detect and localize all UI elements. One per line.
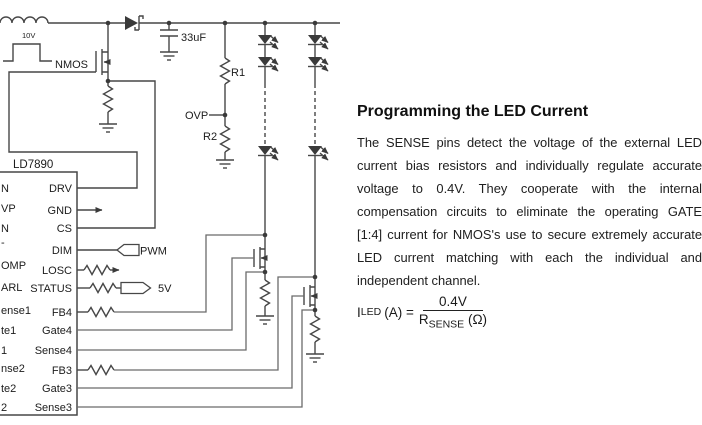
pin-label-sense4: Sense4 [35, 345, 72, 357]
formula-numerator: 0.4V [423, 294, 483, 311]
fb3-route [77, 276, 315, 376]
formula-den-main: R [418, 312, 429, 327]
ovp-divider: R1 R2 OVP [185, 23, 245, 169]
ground-icon [98, 123, 118, 133]
cs-route [77, 80, 156, 229]
input-inductor [0, 16, 49, 24]
led-icon [258, 146, 278, 160]
pwm-tag-icon [115, 243, 140, 257]
pin-label-gate3: Gate3 [42, 383, 72, 395]
pin-fragment-8: te1 [1, 325, 16, 337]
ic-right-pin-labels: DRV GND CS DIM LOSC STATUS FB4 Gate4 Sen… [30, 183, 72, 414]
schottky-diode-icon [125, 15, 144, 31]
body-line-2: current bias resistors and individually … [357, 158, 702, 173]
pulse-voltage-label: 10V [22, 31, 35, 40]
led-string-2 [308, 23, 328, 310]
ground-icon [305, 353, 325, 363]
pin-fragment-4: - [1, 237, 5, 249]
led-icon [308, 146, 328, 160]
led-icon [308, 57, 328, 71]
text-panel: Programming the LED Current The SENSE pi… [357, 102, 702, 330]
ovp-label: OVP [185, 110, 208, 122]
pin-fragment-6: ARL [1, 282, 22, 294]
formula-den-tail: (Ω) [464, 312, 488, 327]
pin-fragment-1: N [1, 183, 9, 195]
pin-label-drv: DRV [49, 183, 73, 195]
pin-fragment-7: ense1 [1, 305, 31, 317]
junction-dots [105, 20, 318, 313]
formula-equals: (A) = [384, 304, 414, 320]
pin-label-losc: LOSC [42, 265, 72, 277]
formula-lhs-sub: LED [360, 305, 382, 318]
led-string-1 [258, 23, 278, 272]
body-line-3: voltage to 0.4V. They cooperate with the… [357, 181, 702, 196]
status-pin-row: 5V [77, 281, 172, 295]
pin-label-fb3: FB3 [52, 365, 72, 377]
formula-fraction: 0.4V RSENSE (Ω) [419, 294, 487, 330]
led-icon [308, 35, 328, 49]
v5-label: 5V [158, 283, 172, 295]
sense3-route [77, 309, 315, 408]
body-line-7: independent channel. [357, 273, 481, 288]
body-text: The SENSE pins detect the voltage of the… [357, 131, 702, 292]
formula-denominator: RSENSE (Ω) [419, 311, 487, 330]
gate4-route [77, 257, 254, 331]
ground-icon [255, 315, 275, 325]
pin-fragment-3: N [1, 223, 9, 235]
pin-label-gate4: Gate4 [42, 325, 72, 337]
nmos-label: NMOS [55, 59, 88, 71]
body-line-5: [1:4] current for NMOS's use to secure e… [357, 227, 702, 242]
body-line-6: LED current matching with each the indiv… [357, 250, 702, 265]
v5-tag-icon [120, 281, 152, 295]
pin-fragment-10: nse2 [1, 363, 25, 375]
ic-ld7890: LD7890 [0, 159, 78, 416]
ic-part-number: LD7890 [13, 159, 53, 171]
capacitor-value-label: 33uF [181, 32, 206, 44]
sense4-route [77, 271, 265, 351]
output-capacitor: 33uF [159, 23, 206, 61]
pwm-label: PWM [140, 246, 167, 258]
gate-pulse-waveform: 10V [3, 31, 52, 62]
drv-route [8, 71, 138, 189]
led-icon [258, 35, 278, 49]
channel-mosfet-2 [303, 285, 325, 363]
pin-fragment-12: 2 [1, 402, 7, 414]
dim-pin-row: PWM [77, 243, 167, 258]
body-line-4: compensation circuits to eliminate the o… [357, 204, 702, 219]
section-title: Programming the LED Current [357, 103, 589, 120]
r1-label: R1 [231, 67, 245, 79]
pin-fragment-5: OMP [1, 260, 26, 272]
ground-icon [215, 159, 235, 169]
losc-pin-row [77, 264, 120, 276]
pin-fragment-11: te2 [1, 383, 16, 395]
circuit-schematic: 10V NMOS 33uF [0, 15, 340, 416]
formula-lhs-main: I [357, 304, 361, 320]
pin-fragment-9: 1 [1, 345, 7, 357]
pin-fragment-2: VP [1, 203, 16, 215]
nmos-transistor: NMOS [55, 23, 118, 133]
gate3-route [77, 295, 304, 389]
pin-label-status: STATUS [30, 283, 72, 295]
ic-left-pin-fragments: N VP N - OMP ARL ense1 te1 1 nse2 te2 2 [1, 183, 31, 414]
body-line-1: The SENSE pins detect the voltage of the… [357, 135, 702, 150]
led-icon [258, 57, 278, 71]
formula-den-sub: SENSE [428, 318, 465, 331]
pin-label-sense3: Sense3 [35, 402, 72, 414]
pin-label-dim: DIM [52, 245, 72, 257]
fb4-route [77, 234, 265, 318]
r2-label: R2 [203, 131, 217, 143]
channel-mosfet-1 [253, 247, 275, 325]
pin-label-cs: CS [57, 223, 72, 235]
pin-label-fb4: FB4 [52, 307, 72, 319]
pin-label-gnd: GND [48, 205, 73, 217]
ground-icon [159, 51, 179, 61]
